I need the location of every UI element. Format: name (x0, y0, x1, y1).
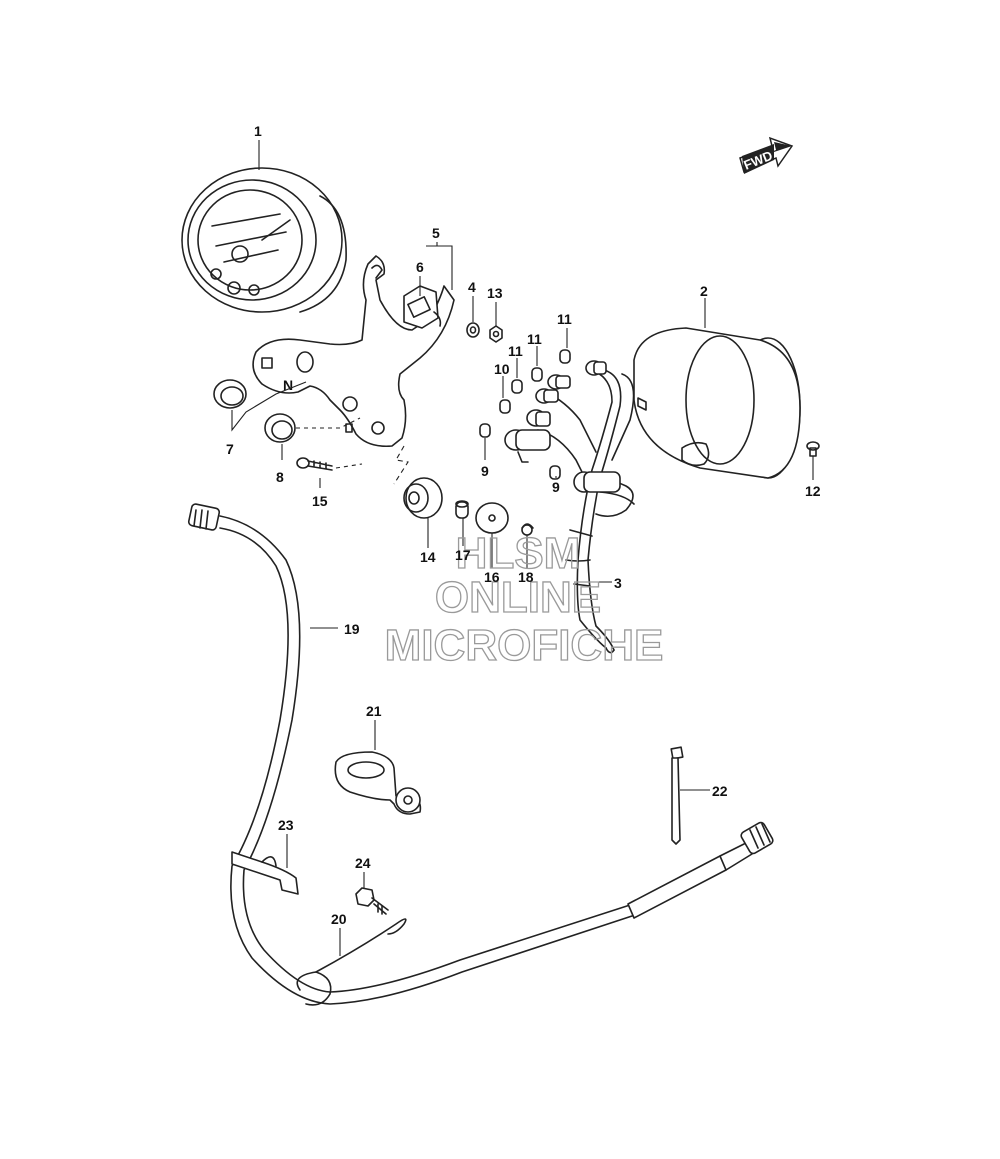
callout-5: 5 (432, 225, 440, 241)
cable-tie (670, 746, 684, 845)
bolt-24 (355, 887, 389, 915)
callout-11c: 11 (508, 343, 523, 359)
washer (466, 322, 480, 338)
watermark-line3: MICROFICHE (385, 621, 664, 670)
callout-13: 13 (487, 285, 503, 301)
socket-a (585, 360, 607, 376)
callout-15: 15 (312, 493, 328, 509)
meter-bracket: N (252, 255, 455, 448)
neutral-indicator-letter: N (283, 377, 293, 393)
callout-11a: 11 (557, 311, 572, 327)
callout-3: 3 (614, 575, 622, 591)
socket-e (504, 429, 551, 451)
bulb-9a (479, 423, 491, 438)
bulb-17 (455, 500, 469, 519)
bulb-11a (559, 349, 571, 364)
rubber-cap-8 (264, 413, 296, 443)
callout-22: 22 (712, 783, 728, 799)
callout-4: 4 (468, 279, 476, 295)
callout-16: 16 (484, 569, 500, 585)
screw-12 (806, 441, 820, 457)
socket-c (535, 388, 559, 404)
callout-12: 12 (805, 483, 821, 499)
callout-20: 20 (331, 911, 347, 927)
callout-10: 10 (494, 361, 510, 377)
screw-15 (296, 457, 333, 471)
callout-17: 17 (455, 547, 471, 563)
callout-18: 18 (518, 569, 534, 585)
watermark-line1: HLSM (456, 529, 581, 578)
wire-clamp (296, 918, 407, 1006)
fwd-arrow-icon: FWD (739, 136, 794, 174)
callout-24: 24 (355, 855, 371, 871)
callout-23: 23 (278, 817, 294, 833)
nut (489, 325, 503, 343)
rubber-cap-7 (213, 379, 247, 409)
grommet (403, 477, 443, 519)
bulb-11c (511, 379, 523, 394)
bulb-11b (531, 367, 543, 382)
callout-9b: 9 (552, 479, 560, 495)
cable-guide (334, 751, 422, 815)
callout-1: 1 (254, 123, 262, 139)
callout-2: 2 (700, 283, 708, 299)
callout-21: 21 (366, 703, 382, 719)
callout-8: 8 (276, 469, 284, 485)
watermark-line2: ONLINE (435, 573, 601, 622)
watermark: HLSM ONLINE MICROFICHE (384, 528, 664, 670)
speedometer-gauge (181, 167, 347, 313)
socket-b (547, 374, 571, 390)
callout-14: 14 (420, 549, 436, 565)
cable-clamp (231, 851, 299, 895)
callout-19: 19 (344, 621, 360, 637)
callout-11b: 11 (527, 331, 542, 347)
socket-d (526, 409, 551, 427)
bulb-9b (549, 465, 561, 480)
callout-6: 6 (416, 259, 424, 275)
socket-f (573, 471, 621, 493)
bulb-10 (499, 399, 511, 414)
fwd-label: FWD (742, 148, 775, 173)
meter-case (633, 327, 801, 479)
callout-9a: 9 (481, 463, 489, 479)
callout-7: 7 (226, 441, 234, 457)
